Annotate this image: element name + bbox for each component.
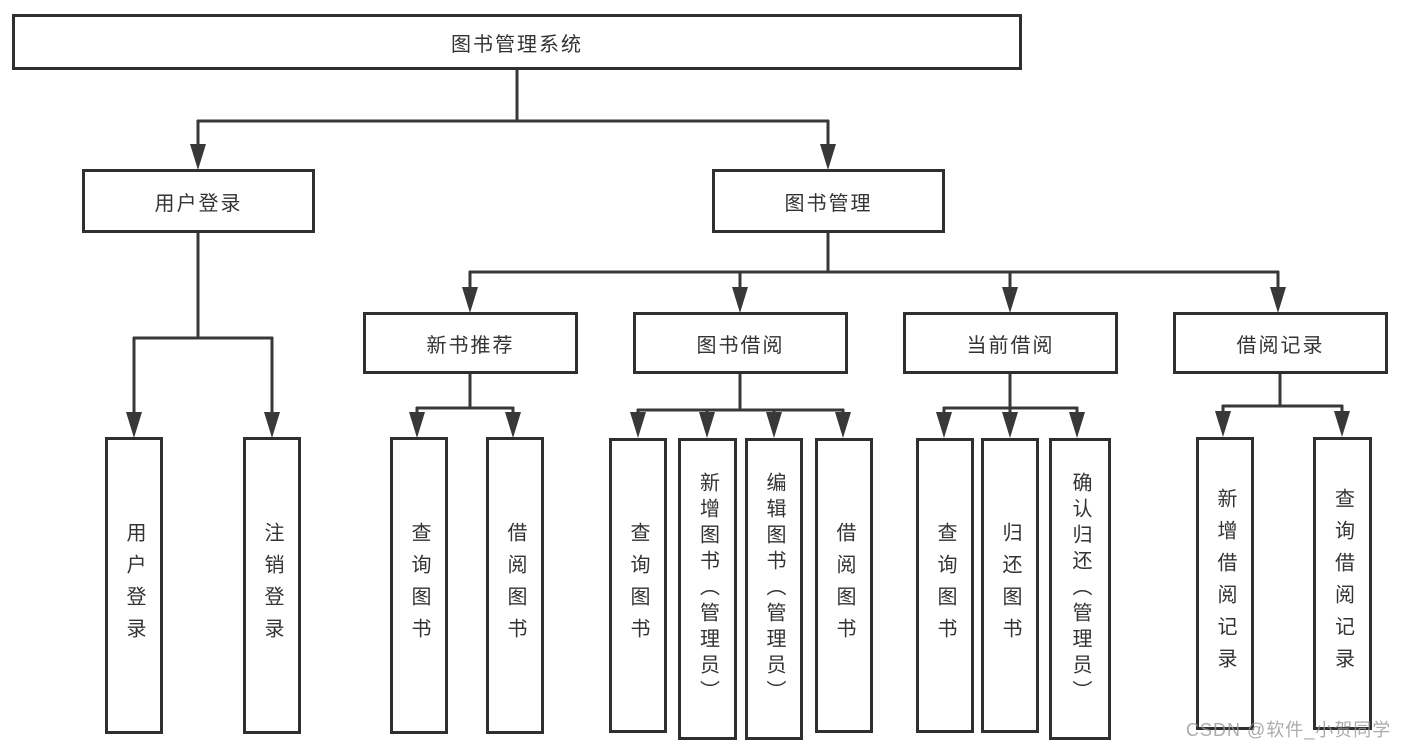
node-label: 新书推荐 bbox=[426, 334, 515, 357]
arrowhead bbox=[126, 412, 142, 438]
node-label: 借阅图书 bbox=[504, 521, 526, 650]
arrowhead bbox=[462, 287, 478, 313]
leaf-add-book-admin: 新增图书（管理员） bbox=[678, 438, 737, 740]
arrowhead bbox=[732, 287, 748, 313]
arrowhead bbox=[630, 412, 646, 438]
node-label: 查询图书 bbox=[408, 521, 430, 650]
csdn-watermark: CSDN @软件_小贺同学 bbox=[1186, 720, 1392, 740]
node-user-login: 用户登录 bbox=[82, 169, 315, 233]
arrowhead bbox=[1270, 287, 1286, 313]
leaf-return-books: 归还图书 bbox=[981, 438, 1039, 733]
arrowhead bbox=[505, 412, 521, 438]
arrowhead bbox=[409, 412, 425, 438]
leaf-borrow-books-1: 借阅图书 bbox=[486, 437, 544, 734]
node-label: 查询图书 bbox=[627, 521, 649, 650]
node-current-borrowing: 当前借阅 bbox=[903, 312, 1118, 374]
edges-current-borrowing-branch bbox=[936, 373, 1085, 438]
node-label: 图书管理 bbox=[784, 192, 873, 215]
edges-book-borrowing-branch bbox=[630, 373, 851, 438]
node-new-book-recommendation: 新书推荐 bbox=[363, 312, 578, 374]
arrowhead bbox=[835, 412, 851, 438]
node-book-management: 图书管理 bbox=[712, 169, 945, 233]
node-label: 确认归还（管理员） bbox=[1069, 472, 1091, 706]
node-label: 图书管理系统 bbox=[451, 33, 583, 56]
arrowhead bbox=[766, 412, 782, 438]
node-label: 图书借阅 bbox=[696, 334, 785, 357]
node-label: 新增借阅记录 bbox=[1214, 487, 1236, 680]
leaf-add-borrow-record: 新增借阅记录 bbox=[1196, 437, 1254, 730]
arrowhead bbox=[1002, 287, 1018, 313]
edges-borrowing-records-branch bbox=[1215, 373, 1350, 437]
arrowhead bbox=[820, 144, 836, 170]
node-borrowing-records: 借阅记录 bbox=[1173, 312, 1388, 374]
leaf-query-books-2: 查询图书 bbox=[609, 438, 667, 733]
edges-new-book-branch bbox=[409, 373, 521, 438]
leaf-query-books-1: 查询图书 bbox=[390, 437, 448, 734]
arrowhead bbox=[264, 412, 280, 438]
arrowhead bbox=[1002, 412, 1018, 438]
node-label: 编辑图书（管理员） bbox=[763, 472, 785, 706]
leaf-query-borrow-record: 查询借阅记录 bbox=[1313, 437, 1372, 730]
node-label: 归还图书 bbox=[999, 521, 1021, 650]
node-label: 用户登录 bbox=[154, 192, 243, 215]
leaf-user-login: 用户登录 bbox=[105, 437, 163, 734]
node-label: 新增图书（管理员） bbox=[696, 472, 719, 706]
leaf-confirm-return-admin: 确认归还（管理员） bbox=[1049, 438, 1111, 740]
arrowhead bbox=[1334, 411, 1350, 437]
node-label: 注销登录 bbox=[261, 521, 283, 650]
edges-book-management-branch bbox=[462, 232, 1286, 313]
edges-root-to-level2 bbox=[190, 70, 836, 170]
node-label: 查询图书 bbox=[934, 521, 956, 650]
arrowhead bbox=[1215, 411, 1231, 437]
arrowhead bbox=[936, 412, 952, 438]
node-label: 借阅图书 bbox=[833, 521, 855, 650]
leaf-query-books-3: 查询图书 bbox=[916, 438, 974, 733]
leaf-borrow-books-2: 借阅图书 bbox=[815, 438, 873, 733]
arrowhead bbox=[699, 412, 715, 438]
node-library-management-system: 图书管理系统 bbox=[12, 14, 1022, 70]
node-label: 查询借阅记录 bbox=[1331, 487, 1354, 680]
node-label: 用户登录 bbox=[123, 521, 145, 650]
arrowhead bbox=[1069, 412, 1085, 438]
leaf-logout: 注销登录 bbox=[243, 437, 301, 734]
arrowhead bbox=[190, 144, 206, 170]
node-book-borrowing: 图书借阅 bbox=[633, 312, 848, 374]
leaf-edit-book-admin: 编辑图书（管理员） bbox=[745, 438, 803, 740]
node-label: 借阅记录 bbox=[1236, 334, 1325, 357]
node-label: 当前借阅 bbox=[966, 334, 1055, 357]
edges-user-login-branch bbox=[126, 232, 280, 438]
